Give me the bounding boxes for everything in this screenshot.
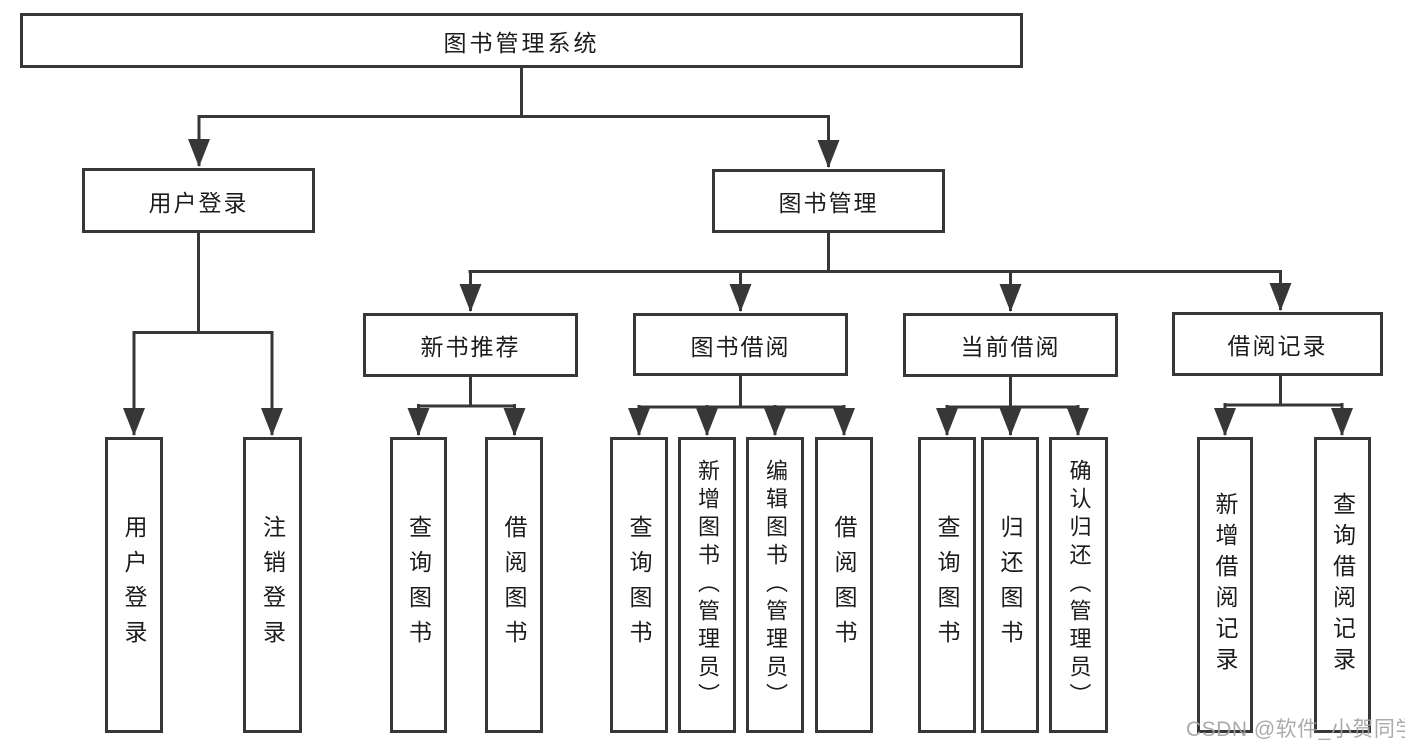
leaf-add-books-admin: 新增图书（管理员） (678, 437, 736, 733)
leaf-query-books-recommend: 查询图书 (390, 437, 447, 733)
leaf-borrow-books: 借阅图书 (815, 437, 873, 733)
node-library-system: 图书管理系统 (20, 13, 1023, 68)
leaf-edit-books-admin: 编辑图书（管理员） (746, 437, 804, 733)
leaf-borrow-books-recommend: 借阅图书 (485, 437, 543, 733)
leaf-query-books-borrow: 查询图书 (610, 437, 668, 733)
node-book-management: 图书管理 (712, 169, 945, 233)
leaf-add-borrow-record: 新增借阅记录 (1197, 437, 1253, 733)
node-new-book-recommend: 新书推荐 (363, 313, 578, 377)
leaf-query-books-current: 查询图书 (918, 437, 976, 733)
leaf-confirm-return-admin: 确认归还（管理员） (1049, 437, 1108, 733)
node-user-login: 用户登录 (82, 168, 315, 233)
csdn-watermark: CSDN @软件_小贺同学 (1186, 718, 1405, 741)
leaf-logout: 注销登录 (243, 437, 302, 733)
node-book-borrow: 图书借阅 (633, 313, 848, 376)
leaf-return-books: 归还图书 (981, 437, 1039, 733)
leaf-user-login: 用户登录 (105, 437, 163, 733)
leaf-query-borrow-record: 查询借阅记录 (1314, 437, 1371, 733)
node-borrow-records: 借阅记录 (1172, 312, 1383, 376)
node-current-borrow: 当前借阅 (903, 313, 1118, 377)
